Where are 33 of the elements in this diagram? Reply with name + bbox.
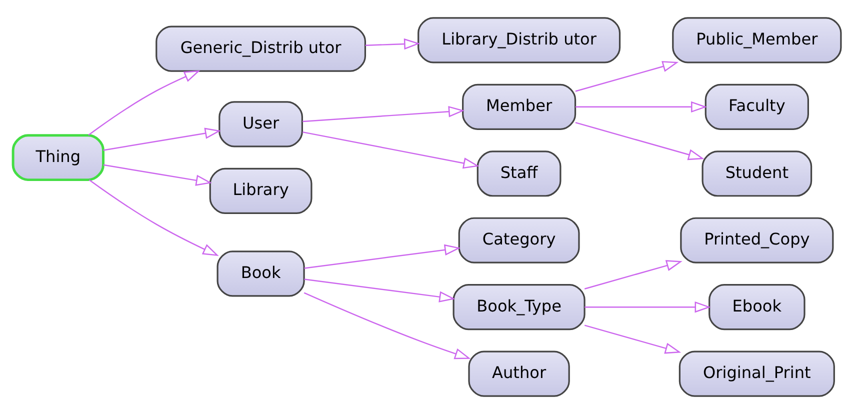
arrow [302, 105, 465, 122]
node-box: Thing [12, 134, 104, 181]
node-box: Library_Distrib utor [418, 16, 621, 63]
node-box: Public_Member [672, 16, 842, 63]
arrow [304, 278, 456, 302]
node-box: Generic_Distrib utor [156, 25, 366, 72]
node-box: Ebook [708, 284, 806, 330]
node-box: Staff [476, 150, 562, 196]
node-box: Student [702, 150, 812, 196]
node-box: Category [458, 216, 580, 263]
node-box: Printed_Copy [680, 216, 834, 263]
node-box: Member [462, 83, 576, 130]
node-box: Author [468, 350, 570, 396]
arrow [302, 130, 480, 168]
node-box: Original_Print [678, 350, 835, 396]
arrow [304, 292, 471, 359]
arrow [584, 324, 682, 354]
arrow [584, 260, 682, 289]
node-box: Book_Type [452, 284, 586, 330]
arrow [584, 300, 711, 312]
arrow [575, 60, 679, 92]
node-box: Book [216, 250, 305, 296]
arrow [575, 121, 704, 160]
arrow [365, 38, 420, 50]
arrow [304, 244, 461, 268]
arrow [575, 100, 708, 112]
node-box: Faculty [704, 83, 809, 130]
arrow [88, 70, 200, 136]
arrow [103, 164, 212, 186]
arrow [103, 127, 221, 150]
node-box: User [218, 100, 303, 147]
node-box: Library [209, 167, 312, 214]
arrow [88, 178, 219, 256]
